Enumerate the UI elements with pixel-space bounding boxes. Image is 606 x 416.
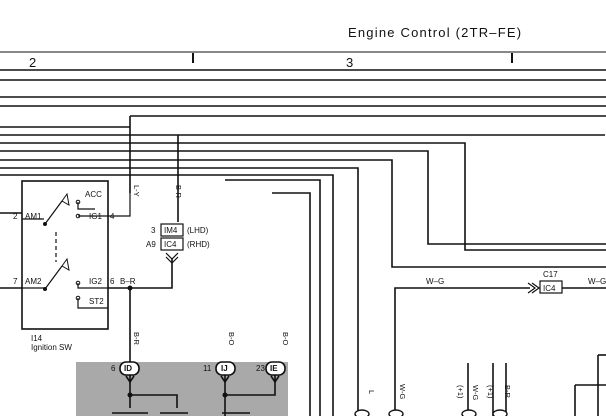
junction-im4-ic4: 3 IM4 (LHD) A9 IC4 (RHD) <box>146 193 210 264</box>
label-acc: ACC <box>85 190 102 199</box>
connector-id: 6 ID <box>111 361 140 384</box>
connector-ie-code: IE <box>270 364 278 373</box>
im4-code: IM4 <box>164 226 178 235</box>
label-am2: AM2 <box>25 277 42 286</box>
label-ig2: IG2 <box>89 277 102 286</box>
c17-ic4: IC4 <box>543 284 556 293</box>
section-number-2: 2 <box>29 55 36 70</box>
wire-color-bo1: B-O <box>227 332 236 346</box>
im4-variant: (LHD) <box>187 226 209 235</box>
junction-block-shade <box>76 362 288 416</box>
wire-color-wg-bottom-2: W-G <box>471 385 480 400</box>
wg-wire <box>394 287 606 416</box>
wire-color-plus-2: (+1) <box>486 385 495 399</box>
pin-ig2: 6 <box>110 277 115 286</box>
wire-color-ig2-out: B–R <box>120 277 136 286</box>
pin-am1: 2 <box>13 212 18 221</box>
ic4-code: IC4 <box>164 240 177 249</box>
right-wires <box>467 354 606 416</box>
connector-ij-code: IJ <box>221 364 228 373</box>
wire-color-wg: W–G <box>426 277 444 286</box>
section-number-3: 3 <box>346 55 353 70</box>
wire-color-bo2: B-O <box>281 332 290 346</box>
bottom-terminals <box>354 409 508 416</box>
connector-ij-pin: 11 <box>203 364 212 373</box>
switch-name: Ignition SW <box>31 343 72 352</box>
diagram-title: Engine Control (2TR–FE) <box>348 25 522 40</box>
wire-color-plus-1: (+1) <box>456 385 465 399</box>
ignition-switch: 2 AM1 7 AM2 ACC IG1 4 IG2 6 ST2 I14 Igni… <box>13 180 131 352</box>
connector-ie-pin: 23 <box>256 364 265 373</box>
wire-color-wg-bottom-1: W-G <box>398 384 407 399</box>
connector-ij: 11 IJ <box>203 361 236 384</box>
im4-pin: 3 <box>151 226 156 235</box>
connector-ie: 23 IE <box>256 361 286 384</box>
connector-id-pin: 6 <box>111 364 116 373</box>
label-am1: AM1 <box>25 212 42 221</box>
wire-color-br1: B-R <box>174 185 183 199</box>
wire-color-br-bottom: B-R <box>503 385 512 399</box>
wire-color-wg-right: W–G <box>588 277 606 286</box>
pin-am2: 7 <box>13 277 18 286</box>
switch-code: I14 <box>31 334 43 343</box>
c17-code: C17 <box>543 270 558 279</box>
ic4-variant: (RHD) <box>187 240 210 249</box>
ig2-wire <box>108 258 173 289</box>
wire-color-l-bottom: L <box>367 390 376 394</box>
wire-color-ly: L-Y <box>132 185 141 197</box>
connector-id-code: ID <box>124 364 132 373</box>
wire-color-br2: B-R <box>132 332 141 346</box>
ic4-pin: A9 <box>146 240 156 249</box>
ignition-switch-box <box>21 180 109 330</box>
bus-wires <box>0 79 606 416</box>
label-st2: ST2 <box>89 297 104 306</box>
